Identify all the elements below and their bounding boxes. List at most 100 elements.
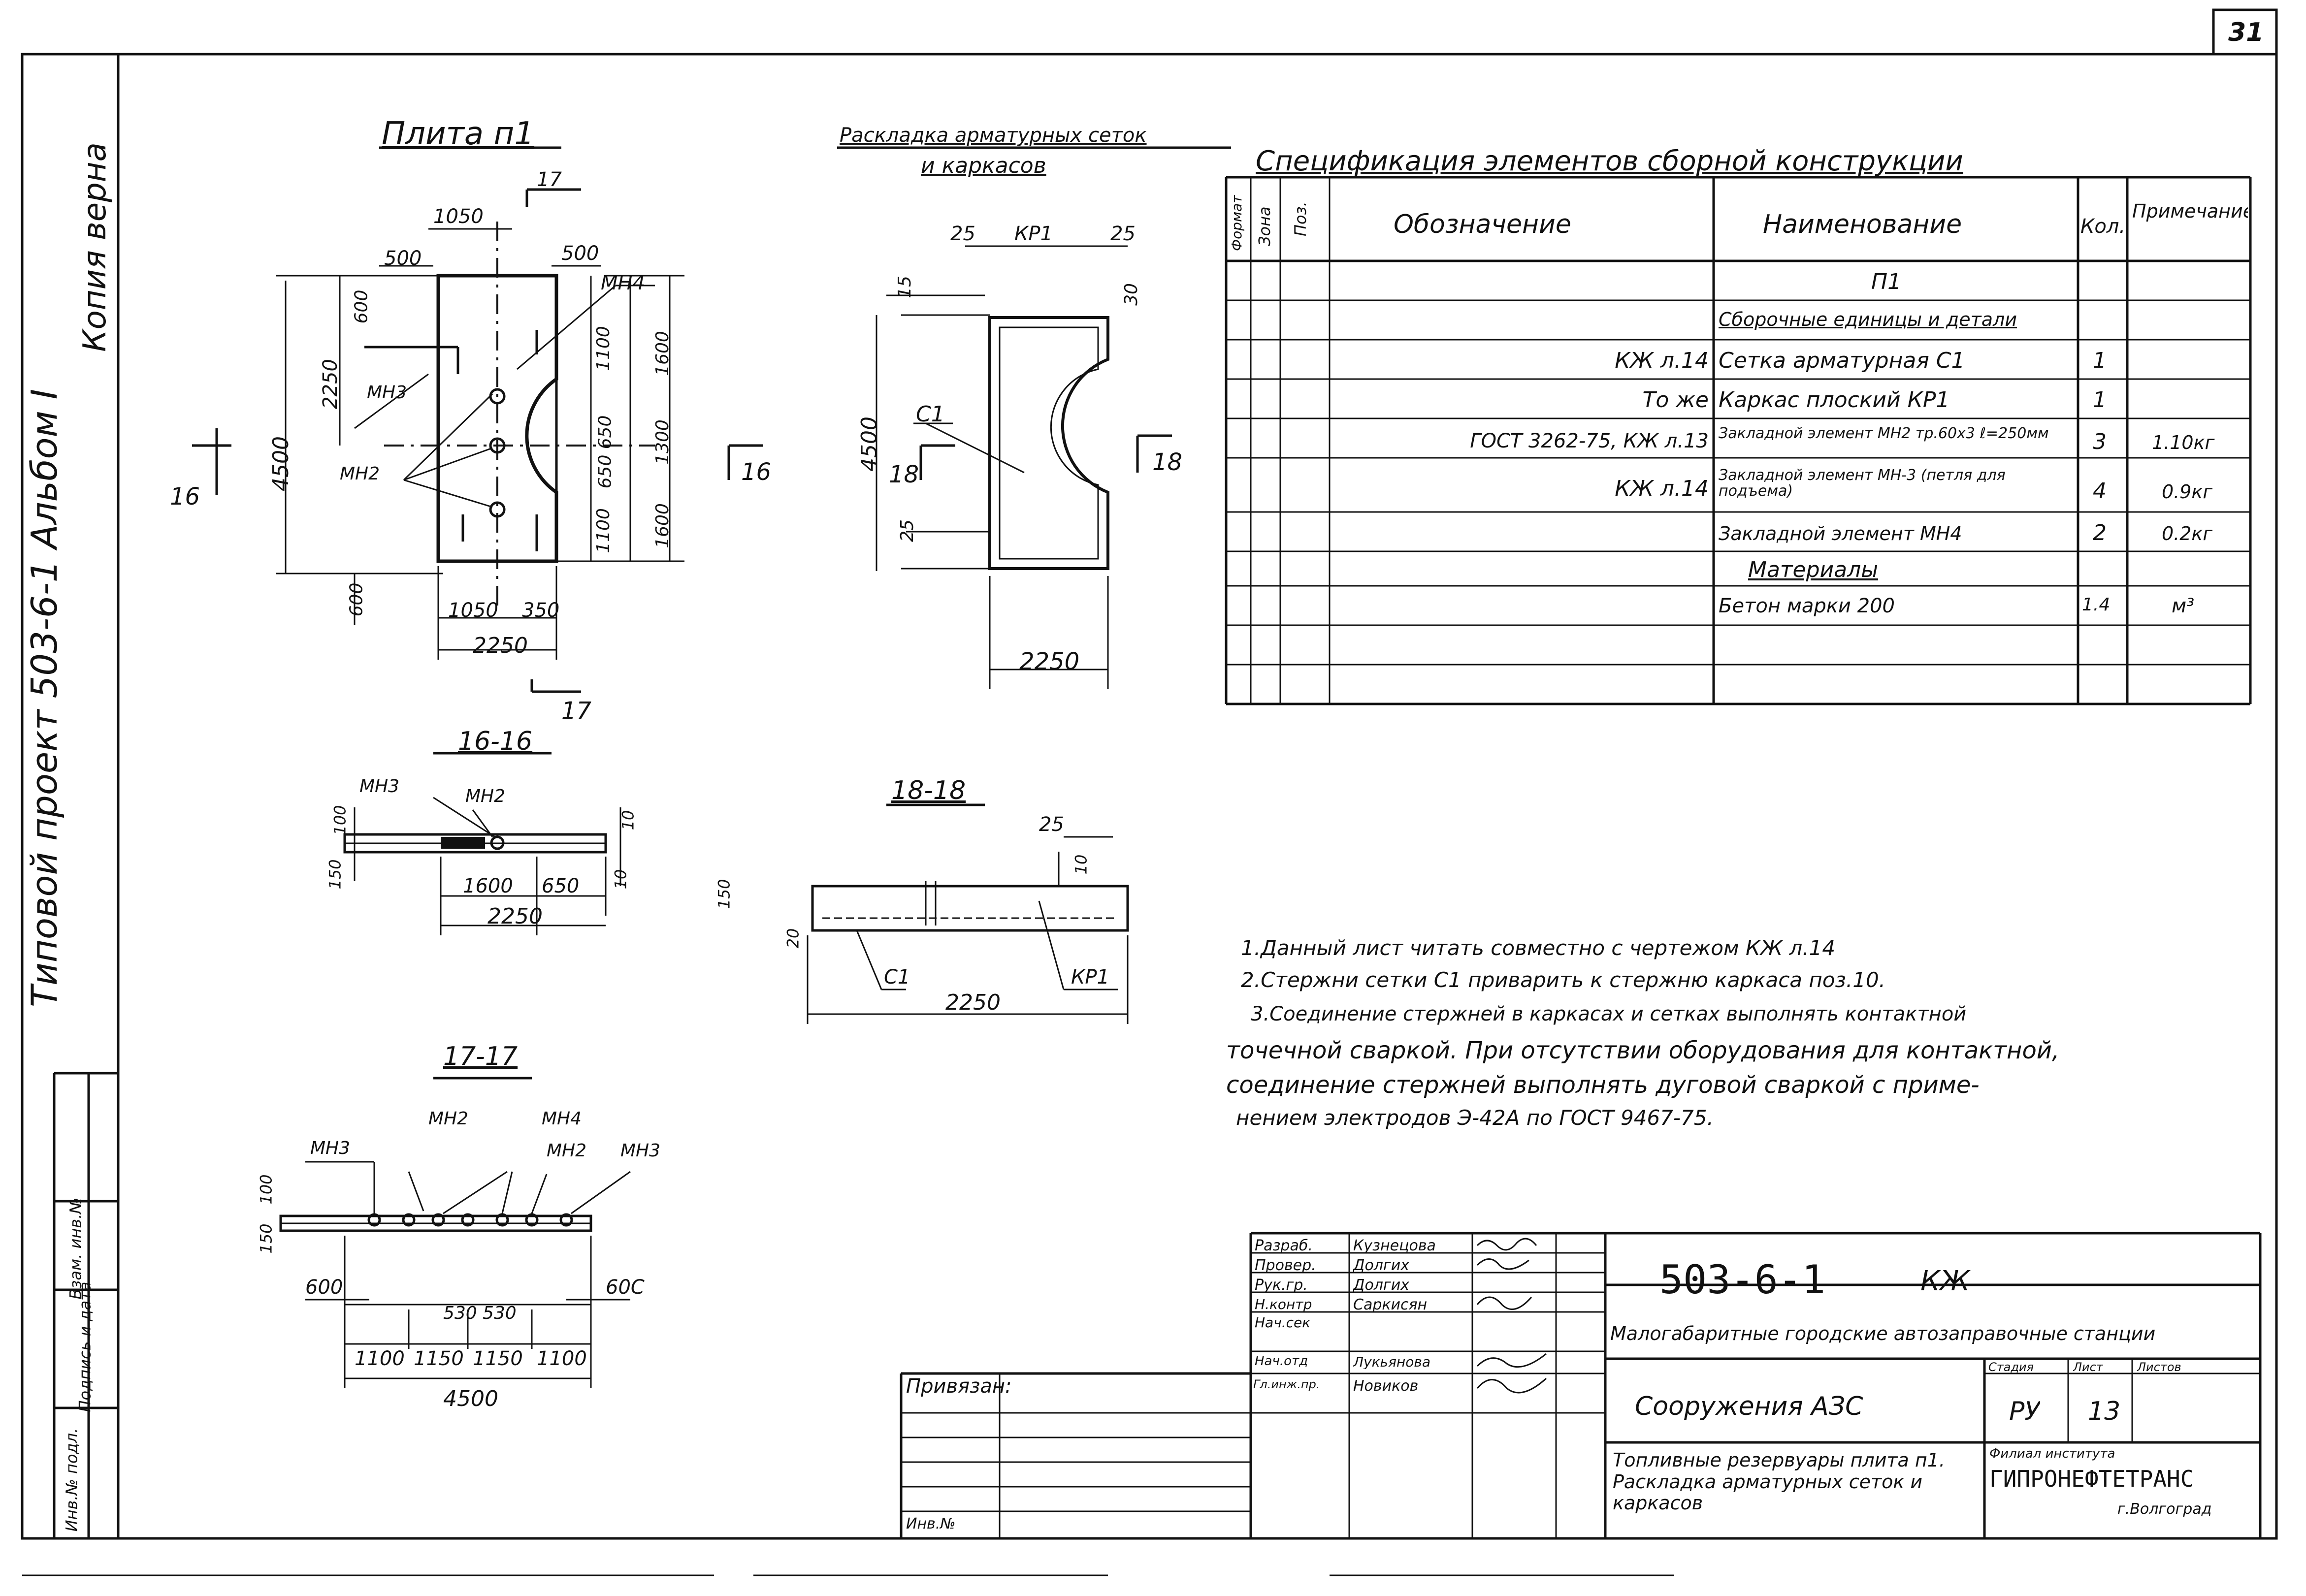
tb-sheet-header: Лист [2073, 1361, 2103, 1374]
s17-dim-600a: 600 [305, 1276, 343, 1299]
spec-row-7-qty: 2 [2093, 522, 2107, 545]
plan-sec17-top: 17 [537, 168, 562, 191]
tb-code-suffix: КЖ [1920, 1265, 1970, 1297]
plan-dim-600b: 600 [346, 582, 367, 617]
note-4: точечной сваркой. При отсутствии оборудо… [1226, 1037, 2060, 1064]
spec-row-4-name: Каркас плоский КР1 [1719, 389, 1950, 412]
plan-dim-1050: 1050 [433, 205, 484, 228]
layout-title-1: Раскладка арматурных сеток [840, 124, 1147, 147]
s17-dim-530a: 530 [443, 1303, 477, 1323]
tb-drawing-title: Топливные резервуары плита п1. Раскладка… [1613, 1450, 1946, 1514]
plan-dim-1600b: 1600 [652, 503, 673, 548]
plan-dim-1300: 1300 [652, 419, 673, 465]
tb-sheet: 13 [2088, 1398, 2121, 1425]
tb-org-city: г.Волгоград [2117, 1501, 2212, 1517]
s17-label-mn2a: МН2 [428, 1109, 469, 1129]
layout-label-c1: С1 [916, 402, 945, 427]
s18-dim-25: 25 [1039, 813, 1064, 836]
spec-header-name: Наименование [1763, 210, 1962, 239]
plan-dim-2250h: 2250 [473, 633, 528, 658]
s17-dim-150: 150 [257, 1223, 276, 1254]
spec-row-7-note: 0.2кг [2162, 524, 2213, 544]
s17-label-mn4: МН4 [542, 1109, 582, 1129]
spec-header-zone: Зона [1255, 206, 1274, 246]
s17-dim-600b: 60С [606, 1276, 645, 1299]
spec-row-2-name: Сборочные единицы и детали [1719, 310, 2017, 330]
s18-label-kp1: КР1 [1071, 966, 1109, 989]
tb-org-line1: Филиал института [1989, 1447, 2115, 1461]
plan-dim-650: 650 [595, 415, 616, 449]
spec-row-3-designation: КЖ л.14 [1615, 350, 1709, 373]
tb-name-4: Саркисян [1353, 1297, 1428, 1313]
spec-header-pos: Поз. [1291, 201, 1310, 236]
plan-sec16-right: 16 [741, 458, 772, 486]
spec-header-designation: Обозначение [1394, 210, 1571, 239]
s17-dim-1150a: 1150 [414, 1347, 464, 1370]
layout-label-kp1: КР1 [1014, 223, 1053, 245]
spec-row-9-note: м³ [2172, 596, 2195, 616]
tb-name-7: Новиков [1353, 1378, 1419, 1394]
stamp-inv-label: Инв.№ подл. [62, 1428, 81, 1532]
tb-attached-label: Привязан: [906, 1376, 1012, 1397]
plan-dim-500a: 500 [384, 247, 422, 270]
s16-dim-10a: 10 [618, 810, 638, 830]
stamp-replace-label: Взам. инв.№ [66, 1197, 85, 1300]
s17-label-mn3a: МН3 [310, 1138, 351, 1158]
s17-dim-4500: 4500 [443, 1386, 498, 1411]
plan-dim-1050b: 1050 [448, 599, 498, 622]
plan-dim-500b: 500 [561, 242, 599, 265]
s16-title: 16-16 [458, 727, 533, 756]
tb-role-7: Гл.инж.пр. [1253, 1378, 1320, 1391]
plan-sec17-bottom: 17 [561, 697, 592, 725]
spec-row-3-qty: 1 [2093, 350, 2107, 373]
spec-row-5-name: Закладной элемент МН2 тр.60х3 ℓ=250мм [1719, 426, 2049, 442]
outer-frame [21, 53, 2278, 1540]
spec-row-7-name: Закладной элемент МН4 [1719, 524, 1962, 544]
tb-org-name: ГИПРОНЕФТЕТРАНС [1989, 1467, 2194, 1491]
s16-label-mn2: МН2 [465, 786, 506, 806]
s16-dim-650: 650 [542, 875, 580, 897]
layout-sec18a: 18 [889, 461, 919, 488]
project-label: Типовой проект 503-6-1 Альбом I [24, 389, 65, 1007]
tb-name-3: Долгих [1353, 1277, 1409, 1293]
section-17-view [279, 1077, 631, 1388]
s17-dim-530b: 530 [483, 1303, 517, 1323]
s17-label-mn2b: МН2 [547, 1141, 587, 1161]
spec-row-9-qty: 1.4 [2082, 596, 2111, 614]
note-6: нением электродов Э-42А по ГОСТ 9467-75. [1236, 1106, 1714, 1130]
layout-dim-2250: 2250 [1019, 648, 1080, 675]
plan-label-mn2: МН2 [340, 464, 380, 484]
s16-dim-100: 100 [330, 805, 350, 835]
tb-stage: РУ [2009, 1398, 2041, 1425]
s17-label-mn3b: МН3 [620, 1141, 661, 1161]
plan-dim-650b: 650 [595, 454, 616, 489]
plan-sec16-left: 16 [170, 483, 200, 511]
layout-dim-25b: 25 [1110, 223, 1136, 245]
tb-project-title: Малогабаритные городские автозаправочные… [1610, 1324, 2156, 1344]
spec-row-4-designation: То же [1642, 389, 1709, 412]
layout-title-2: и каркасов [921, 153, 1046, 178]
layout-dim-25c: 25 [897, 519, 917, 542]
tb-sheets-header: Листов [2137, 1361, 2181, 1374]
s18-dim-20: 20 [783, 928, 803, 949]
s17-dim-1100a: 1100 [355, 1347, 405, 1370]
layout-dim-30: 30 [1121, 283, 1141, 306]
s18-dim-10: 10 [1072, 854, 1091, 875]
s16-dim-2250: 2250 [487, 904, 543, 929]
spec-header-note: Примечание [2132, 202, 2248, 222]
spec-row-6-name: Закладной элемент МН-3 (петля для подъем… [1719, 468, 2006, 499]
plan-dim-1100b: 1100 [593, 508, 614, 553]
section-18-view [807, 803, 1129, 1024]
s17-title: 17-17 [443, 1042, 518, 1071]
tb-name-1: Кузнецова [1353, 1238, 1436, 1254]
plan-dim-1100a: 1100 [593, 326, 614, 371]
plan-dim-4500: 4500 [268, 436, 293, 491]
plan-dim-2250v: 2250 [319, 359, 342, 409]
plan-dim-1600a: 1600 [652, 331, 673, 376]
spec-row-4-qty: 1 [2093, 389, 2107, 412]
tb-code: 503-6-1 [1659, 1257, 1826, 1303]
plan-label-mn3: МН3 [367, 383, 407, 403]
s16-dim-150: 150 [325, 859, 345, 890]
spec-row-6-qty: 4 [2093, 480, 2107, 503]
